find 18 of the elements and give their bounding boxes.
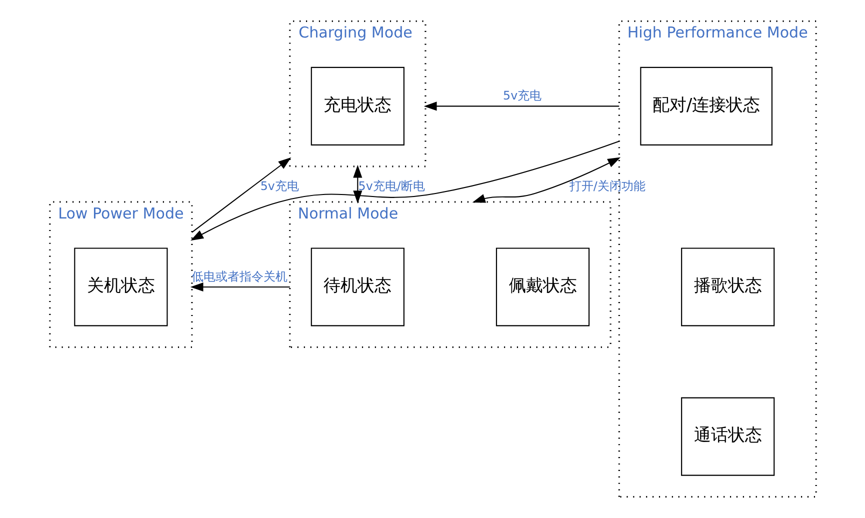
arrow [191,157,291,233]
node-box: 通话状态 [680,397,774,476]
node-box: 佩戴状态 [495,248,590,326]
arrow [190,140,619,241]
node-box: 配对/连接状态 [640,66,772,146]
edge-label: 打开/关闭功能 [568,178,645,193]
edge-label: 5v充电/断电 [358,178,424,193]
edge-label: 5v充电 [502,88,542,103]
edge-label: 5v充电 [260,178,298,193]
arrow [352,164,362,204]
arrow [423,102,619,111]
node-box: 关机状态 [74,248,168,326]
arrow [190,282,290,292]
node-box: 充电状态 [310,66,404,146]
node-box: 播歌状态 [680,248,774,326]
node-box: 待机状态 [310,248,404,326]
edge-label: 低电或者指令关机 [190,269,287,284]
arrow [472,157,620,203]
